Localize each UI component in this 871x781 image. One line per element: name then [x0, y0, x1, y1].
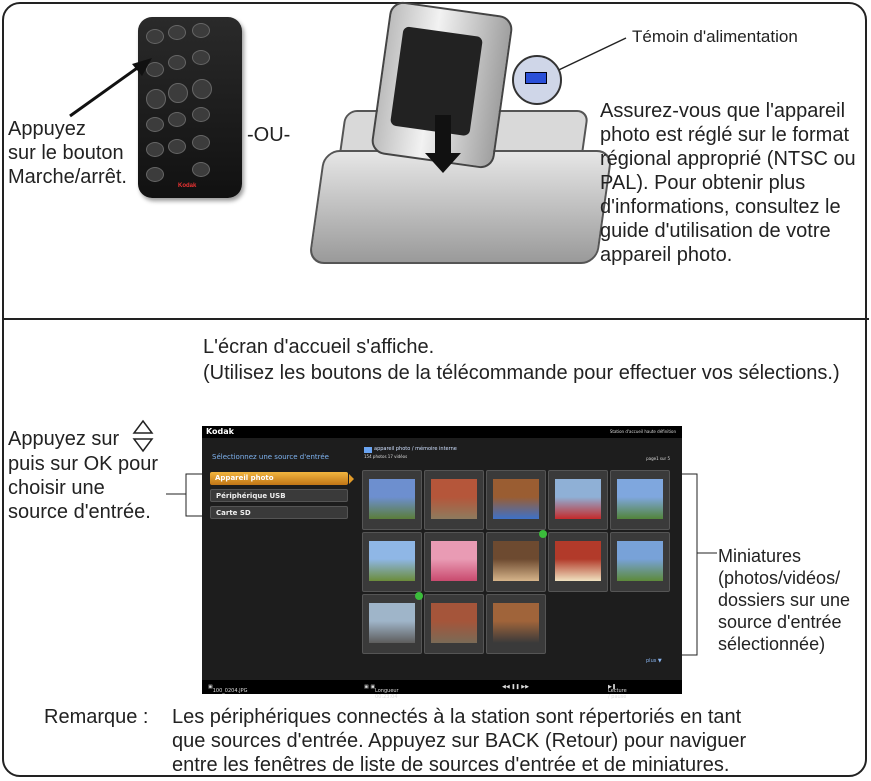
- thumbnail[interactable]: [486, 594, 546, 654]
- thumbnails-label: Miniatures (photos/vidéos/ dossiers sur …: [718, 546, 851, 654]
- home-screen: Kodak Station d'accueil haute définition…: [202, 426, 682, 700]
- thumbnail-image: [493, 479, 539, 519]
- panel-divider: [2, 318, 869, 320]
- screen-bottom-bar: ▣ 100_0204.JPG ▣ ▣ Longueur 00:23:04 ◀◀ …: [202, 680, 682, 700]
- thumbnail[interactable]: [486, 530, 547, 592]
- source-usb[interactable]: Périphérique USB: [210, 489, 348, 502]
- folder-count: 154 photos 17 vidéos: [364, 454, 408, 459]
- thumbnail-image: [369, 479, 415, 519]
- power-led-icon: [525, 72, 547, 84]
- up-down-arrow-icon: [132, 419, 154, 453]
- thumbnail[interactable]: [362, 592, 423, 654]
- thumbnail[interactable]: [610, 532, 670, 592]
- down-arrow-icon: [425, 115, 461, 173]
- folder-path: appareil photo / mémoire interne: [374, 446, 457, 452]
- screen-top-bar: Kodak Station d'accueil haute définition: [202, 426, 682, 438]
- thumbnail-image: [369, 603, 415, 643]
- source-sd-card[interactable]: Carte SD: [210, 506, 348, 519]
- press-power-text: Appuyez sur le bouton Marche/arrêt.: [8, 118, 127, 188]
- press-arrows-rest: puis sur OK pour choisir une source d'en…: [8, 453, 159, 523]
- thumbnail-image: [431, 479, 477, 519]
- selected-check-icon: [415, 592, 423, 600]
- thumbnail[interactable]: [362, 532, 422, 592]
- thumbnail-image: [617, 479, 663, 519]
- station-title: Station d'accueil haute définition: [609, 429, 676, 434]
- select-source-title: Sélectionnez une source d'entrée: [212, 453, 329, 461]
- thumbnail[interactable]: [424, 532, 484, 592]
- thumbnail-image: [555, 541, 601, 581]
- thumbnail[interactable]: [362, 470, 422, 530]
- file-name: ▣ 100_0204.JPG: [208, 684, 248, 694]
- thumbnail-image: [431, 541, 477, 581]
- brand-logo: Kodak: [206, 427, 234, 436]
- home-screen-line1: L'écran d'accueil s'affiche.: [203, 336, 435, 358]
- thumbnail-image: [617, 541, 663, 581]
- or-separator: -OU-: [247, 124, 291, 146]
- home-screen-line2: (Utilisez les boutons de la télécommande…: [203, 362, 840, 384]
- remote-control-image: Kodak: [138, 17, 242, 198]
- thumbnail[interactable]: [610, 470, 670, 530]
- region-note: Assurez-vous que l'appareil photo est ré…: [600, 100, 856, 266]
- power-indicator-label: Témoin d'alimentation: [632, 27, 798, 46]
- source-camera[interactable]: Appareil photo: [210, 472, 348, 485]
- play-pause-label: Lecture / pause ▶❚: [608, 684, 627, 700]
- thumbnail[interactable]: [486, 470, 546, 530]
- page-indicator: page1 sur 5: [646, 456, 670, 461]
- thumbnail-image: [493, 541, 539, 581]
- thumbnail-image: [369, 541, 415, 581]
- thumbnail[interactable]: [548, 532, 608, 592]
- source-pointer-icon: [349, 474, 354, 484]
- thumbnail-image: [555, 479, 601, 519]
- folder-icon: [364, 447, 372, 453]
- press-arrows-line1: Appuyez sur: [8, 428, 120, 450]
- more-link[interactable]: plus ▼: [646, 658, 662, 664]
- remark-label: Remarque :: [44, 706, 149, 728]
- thumbnail[interactable]: [548, 470, 608, 530]
- video-length: ▣ ▣ Longueur 00:23:04: [364, 684, 399, 700]
- transport-controls-icon: ◀◀ ❚❚ ▶▶: [502, 684, 529, 690]
- thumbnail-image: [493, 603, 539, 643]
- selected-check-icon: [539, 530, 547, 538]
- thumbnail-image: [431, 603, 477, 643]
- thumbnail[interactable]: [424, 470, 484, 530]
- thumbnail[interactable]: [424, 594, 484, 654]
- remark-text: Les périphériques connectés à la station…: [172, 706, 747, 776]
